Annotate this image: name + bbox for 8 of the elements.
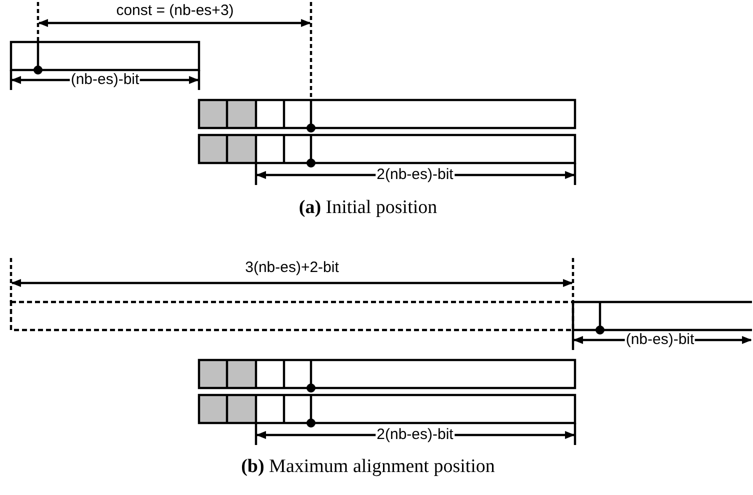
dimension-label: (nb-es)-bit	[70, 72, 140, 88]
dimension-label: 2(nb-es)-bit	[376, 427, 454, 443]
dimension-label: 3(nb-es)+2-bit	[244, 260, 340, 276]
figure-caption: (a) Initial position	[298, 197, 438, 219]
figure-caption: (b) Maximum alignment position	[241, 456, 495, 478]
dimension-label: 2(nb-es)-bit	[376, 167, 454, 183]
dimension-label: const = (nb-es+3)	[115, 3, 235, 19]
dimension-label: (nb-es)-bit	[624, 332, 696, 348]
